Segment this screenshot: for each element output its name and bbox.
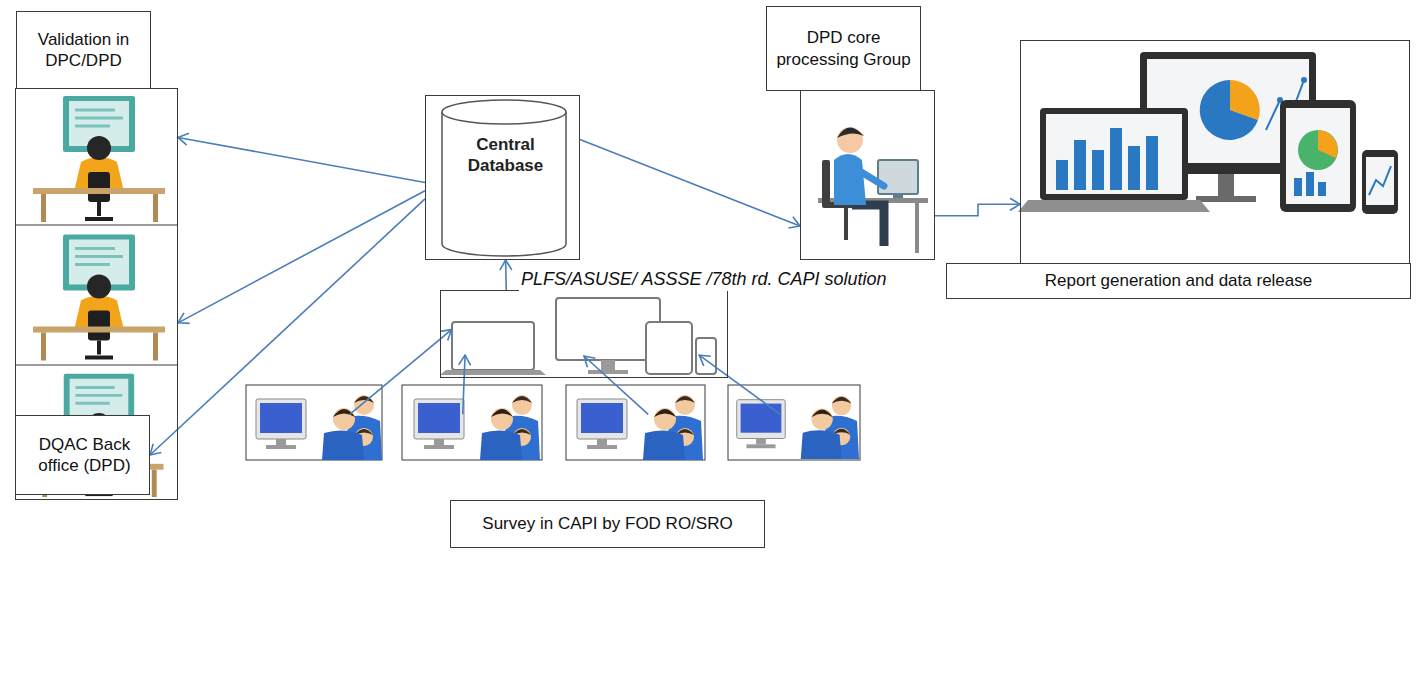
node-label: PLFS/ASUSE/ ASSSE /78th rd. CAPI solutio… [519,268,889,291]
analyst-figure [818,127,928,253]
node-label: DQAC Back office (DPD) [22,434,147,477]
analyst-figure-part [822,160,830,208]
report-devices-part [1301,77,1307,83]
surveyor-icons-part [566,385,705,460]
analyst-figure-part [852,205,884,246]
surveyor-icons-part [402,385,542,460]
report-devices-part [1040,108,1188,200]
database-cylinder-part [442,100,566,124]
workstation-icons [15,96,178,497]
report-devices-part [1110,128,1122,190]
report-devices-part [1362,150,1398,214]
text-holder: DQAC Back office (DPD) [16,416,153,494]
report-box: Report generation and data release [1020,40,1410,265]
report-devices-part [1218,174,1234,196]
workstation-icons-part [33,235,165,361]
surveyor-icons-part [737,396,859,459]
report-devices-part [1306,172,1314,196]
flow-arrow [580,140,800,226]
surveyor-icons-part [728,385,860,460]
report-devices [1018,52,1398,214]
report-devices-part [1196,196,1256,202]
report-devices-part [1318,182,1326,196]
report-devices-part [1286,108,1350,204]
analyst-figure-part [858,170,884,186]
capi-devices-part [696,338,716,374]
flow-arrow [584,356,648,414]
node-label: Survey in CAPI by FOD RO/SRO [482,513,732,534]
flow-arrow [505,260,507,290]
process-box: DQAC Back office (DPD) [15,415,150,495]
label-box: DPD core processing Group [766,6,921,91]
capi-devices-part [588,370,628,374]
label-box: Validation in DPC/DPD [16,11,151,89]
report-devices-part [1280,100,1356,212]
analyst-figure-part [834,154,866,205]
node-label: Validation in DPC/DPD [23,29,144,72]
flow-arrow [150,199,425,455]
flow-arrow [178,191,425,323]
report-devices-part [1092,150,1104,190]
workstation-icons-part [15,365,178,366]
workstation-column: Validation in DPC/DPDDQAC Back office (D… [15,88,178,500]
device-box: PLFS/ASUSE/ ASSSE /78th rd. CAPI solutio… [440,290,728,378]
report-devices-part [1318,130,1338,158]
flow-arrow [463,355,465,414]
report-devices-part [1056,160,1068,190]
surveyor-icons-part [246,385,382,460]
flow-arrow [935,204,1020,216]
database-box: Central Database [425,95,580,260]
capi-devices-part [646,322,692,374]
label-box: Survey in CAPI by FOD RO/SRO [450,500,765,548]
analyst-figure-part [837,127,864,138]
flow-arrow [178,137,425,182]
database-cylinder [442,100,566,256]
report-devices-part [1366,157,1394,205]
survey-group: Survey in CAPI by FOD RO/SRO [246,385,860,548]
label-box: Report generation and data release [946,263,1411,299]
report-devices-part [1369,166,1391,195]
report-devices-part [1200,80,1258,140]
analyst-figure-part [837,127,863,153]
surveyor-icons [246,385,860,460]
surveyor-icons-part [256,395,382,460]
capi-devices [440,298,716,375]
surveyor-icons-part [414,395,540,460]
report-devices-part [1298,130,1338,170]
report-devices-part [1146,136,1158,190]
analyst-figure-part [844,208,848,240]
report-devices-part [1294,178,1302,196]
node-label: Report generation and data release [1045,270,1312,291]
analyst-figure-part [893,194,903,198]
report-devices-part [1128,146,1140,190]
flow-arrow [350,330,452,415]
node-label: DPD core processing Group [773,27,914,70]
flow-arrow [699,355,780,414]
report-devices-part [1046,114,1182,194]
text-holder: PLFS/ASUSE/ ASSSE /78th rd. CAPI solutio… [519,263,939,296]
workstation-icons-part [15,225,178,226]
text-holder: Central Database [444,124,567,186]
analyst-figure-part [915,203,919,253]
capi-devices-part [556,298,660,360]
capi-devices-part [601,360,615,370]
surveyor-icons-part [577,395,703,460]
report-devices-part [1018,200,1210,212]
workstation-icons-part [33,96,165,222]
capi-devices-part [440,370,546,375]
node-label: Central Database [450,134,561,177]
processing-box: DPD core processing Group [800,90,935,260]
database-cylinder-part [442,112,566,256]
report-devices-part [1074,140,1086,190]
